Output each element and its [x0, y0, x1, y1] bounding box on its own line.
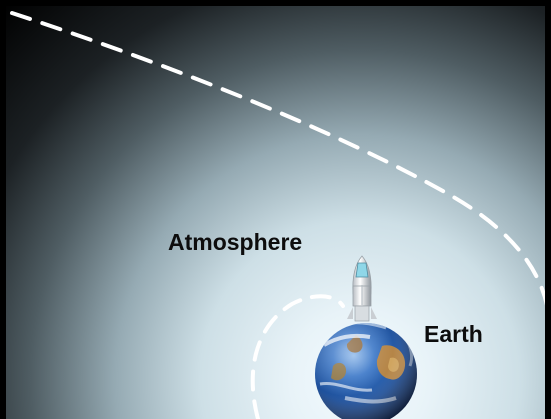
earth-label: Earth	[424, 321, 483, 347]
inner-orbit-dashed-path	[250, 294, 345, 419]
atmosphere-label: Atmosphere	[168, 229, 303, 255]
outer-orbit-dashed-path	[10, 11, 551, 330]
earth-globe-icon	[315, 323, 417, 419]
rocket-icon	[347, 255, 377, 322]
